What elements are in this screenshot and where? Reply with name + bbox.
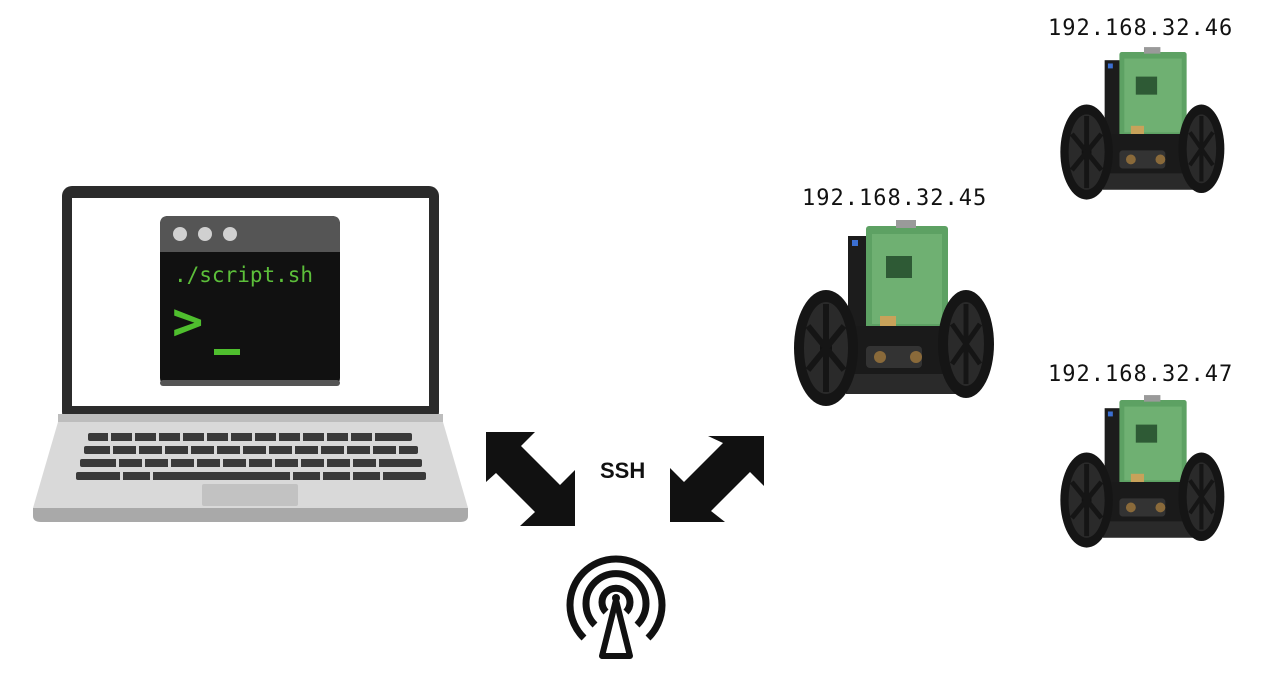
- robot-image-1: [794, 220, 994, 406]
- trackpad: [202, 484, 298, 506]
- robot-ip-label: 192.168.32.46: [1048, 16, 1234, 41]
- terminal-cursor: [214, 349, 240, 355]
- terminal-command: ./script.sh: [174, 263, 314, 287]
- terminal-window: [160, 216, 340, 386]
- keyboard: [76, 433, 426, 480]
- bidirectional-arrow-icon: [486, 432, 764, 526]
- robot-image-2: [1060, 47, 1224, 200]
- wireless-antenna-icon: [566, 555, 666, 659]
- laptop-icon: [33, 186, 468, 522]
- terminal-prompt: >: [172, 292, 204, 352]
- robot-image-3: [1060, 395, 1224, 548]
- robot-ip-label: 192.168.32.45: [802, 186, 988, 211]
- robot-ip-label: 192.168.32.47: [1048, 362, 1234, 387]
- ssh-label: SSH: [600, 458, 646, 483]
